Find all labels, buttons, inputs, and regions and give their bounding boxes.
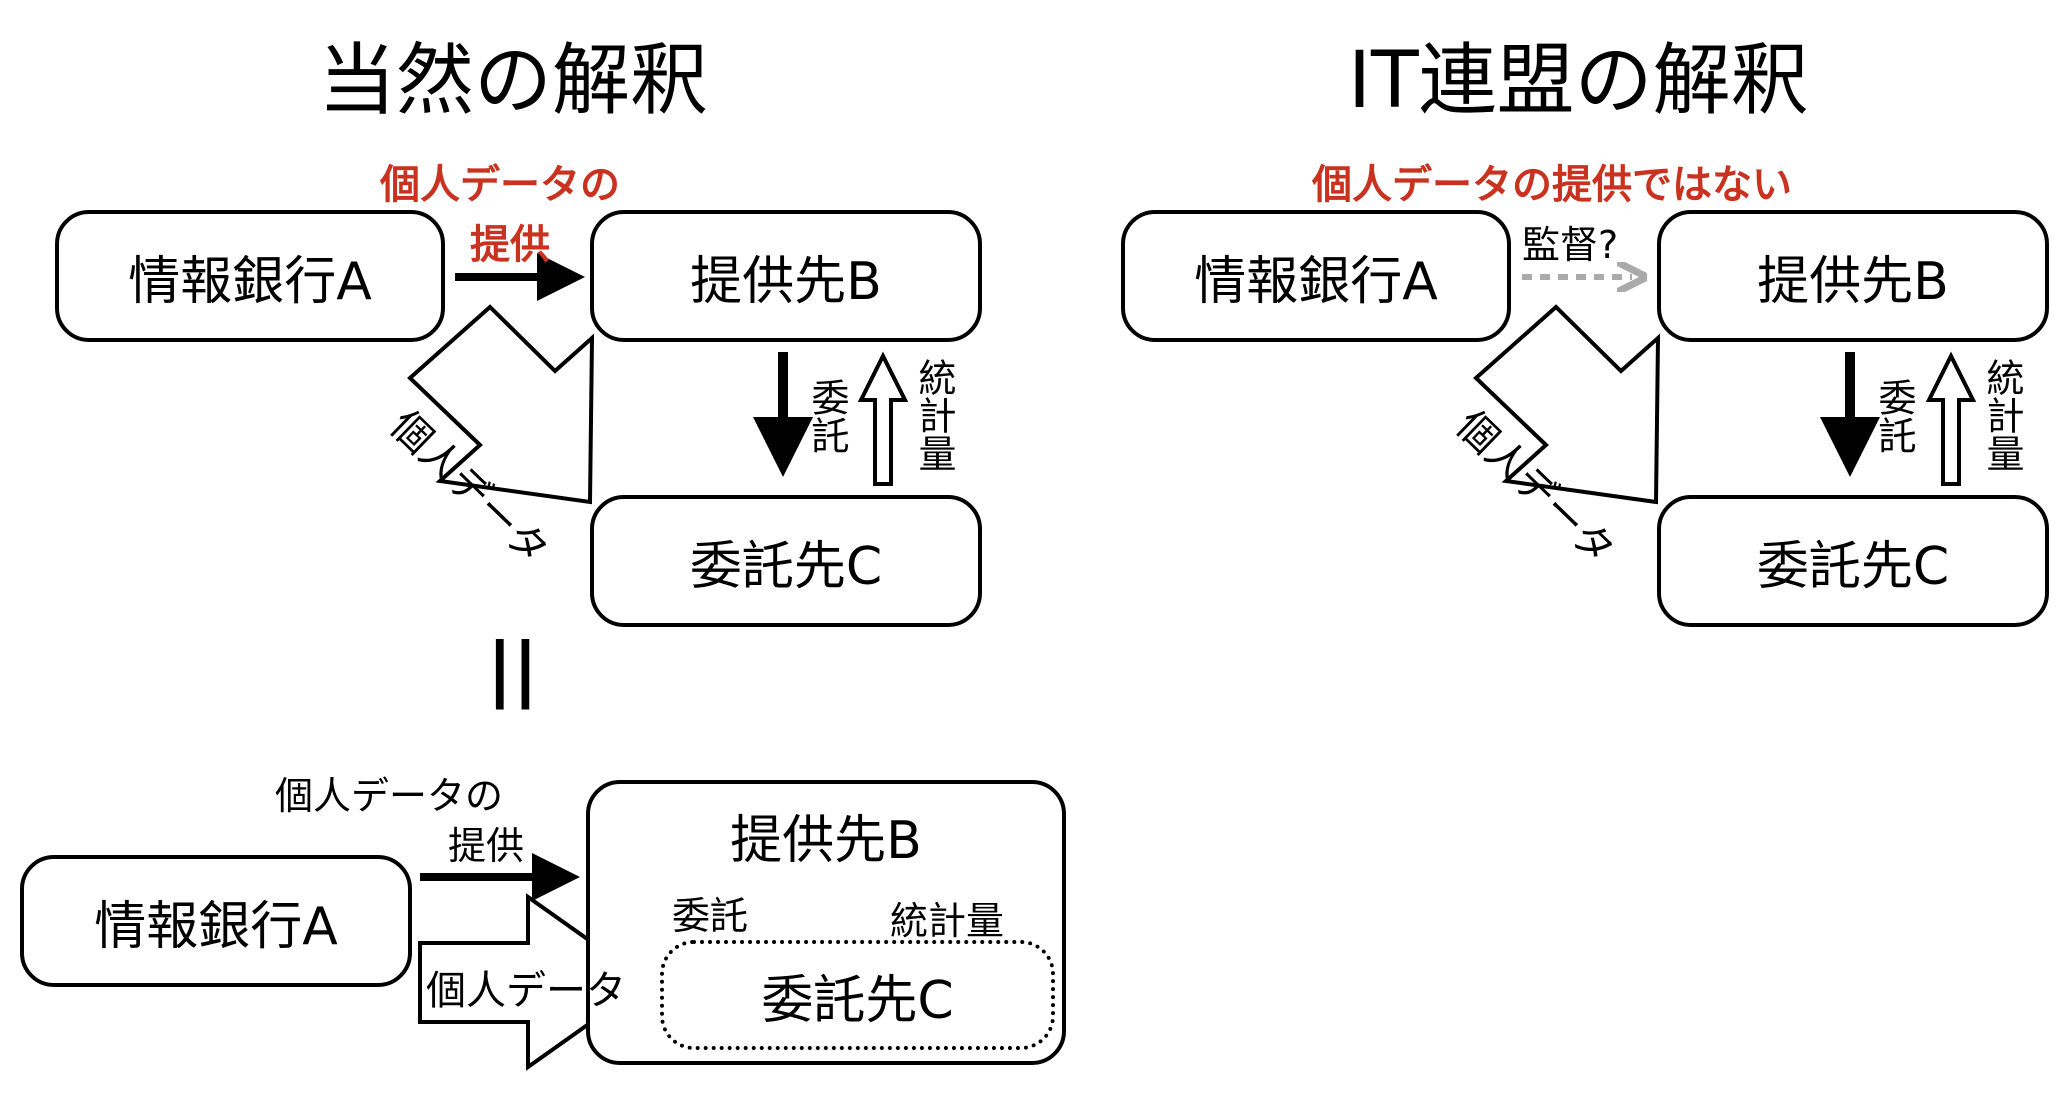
right-info-bank-label: 情報銀行A xyxy=(1194,251,1438,312)
right-contractor-label: 委託先C xyxy=(1756,536,1950,597)
bottom-statistics-label: 統計量 xyxy=(890,899,1005,943)
right-statistics-hollow-arrow xyxy=(1925,351,1977,486)
right-recipient-label: 提供先B xyxy=(1757,251,1949,312)
left-info-bank-box: 情報銀行A xyxy=(55,210,445,342)
left-title: 当然の解釈 xyxy=(318,36,709,126)
left-recipient-label: 提供先B xyxy=(690,251,882,312)
right-delegation-label: 委託 xyxy=(1872,378,1916,454)
bottom-big-arrow-label: 個人データ xyxy=(426,968,626,1014)
right-info-bank-box: 情報銀行A xyxy=(1121,210,1511,342)
left-red-label-line1: 個人データの xyxy=(380,162,620,208)
right-red-label: 個人データの提供ではない xyxy=(1312,162,1792,208)
right-recipient-box: 提供先B xyxy=(1657,210,2049,342)
left-contractor-label: 委託先C xyxy=(689,536,883,597)
left-statistics-hollow-arrow xyxy=(857,351,909,486)
right-personal-data-big-arrow xyxy=(1473,304,1661,505)
left-red-label-line2: 提供 xyxy=(470,222,550,268)
bottom-info-bank-label: 情報銀行A xyxy=(94,896,338,957)
bottom-delegation-label: 委託 xyxy=(672,894,749,938)
left-info-bank-label: 情報銀行A xyxy=(128,251,372,312)
right-title: IT連盟の解釈 xyxy=(1348,36,1809,126)
left-delegation-label: 委託 xyxy=(805,378,849,454)
left-contractor-box: 委託先C xyxy=(590,495,982,627)
left-recipient-box: 提供先B xyxy=(590,210,982,342)
bottom-label-line2: 提供 xyxy=(448,824,525,868)
bottom-info-bank-box: 情報銀行A xyxy=(20,855,412,987)
left-personal-data-big-arrow xyxy=(407,304,595,505)
right-statistics-label: 統計量 xyxy=(1980,358,2024,472)
bottom-contractor-label: 委託先C xyxy=(761,970,954,1031)
bottom-contractor-dotted-box: 委託先C xyxy=(660,940,1055,1050)
left-statistics-label: 統計量 xyxy=(912,358,956,472)
bottom-recipient-label: 提供先B xyxy=(730,811,922,871)
bottom-label-line1: 個人データの xyxy=(275,774,504,818)
right-supervision-label: 監督? xyxy=(1522,223,1619,267)
left-equals-sign: || xyxy=(487,628,539,710)
right-contractor-box: 委託先C xyxy=(1657,495,2049,627)
